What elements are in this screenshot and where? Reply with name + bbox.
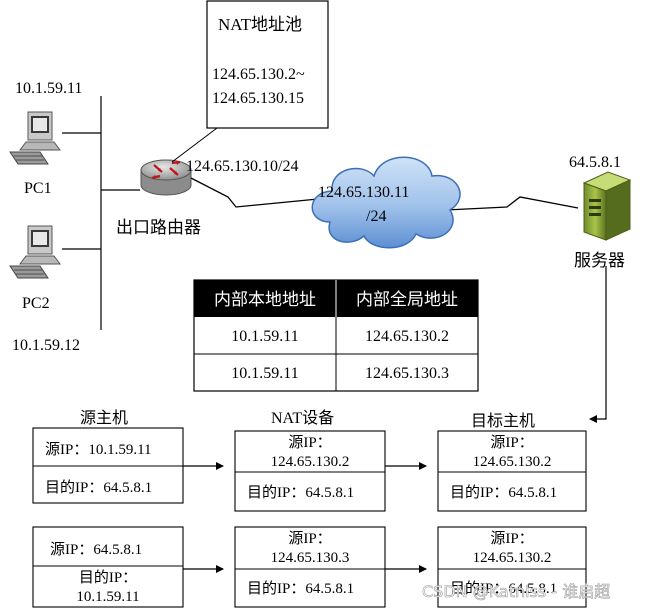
router-label: 出口路由器	[116, 218, 201, 237]
label-target-host: 目标主机	[471, 412, 535, 430]
pc2-icon	[9, 225, 61, 279]
pc1-icon	[9, 111, 61, 165]
nat-pool-title: NAT地址池	[218, 15, 302, 34]
row2-nat-source-ip-value: 124.65.130.3	[271, 550, 350, 566]
nat-pool-range-start: 124.65.130.2~	[212, 66, 305, 83]
cloud-server-link	[445, 196, 579, 211]
cloud-ip-line1: 124.65.130.11	[318, 184, 409, 201]
pc1-label: PC1	[24, 180, 52, 197]
label-nat-device: NAT设备	[271, 409, 334, 427]
row2-src-dest-ip-value: 10.1.59.11	[76, 589, 139, 605]
row1-src-source-ip: 源IP：10.1.59.11	[45, 441, 152, 458]
label-source-host: 源主机	[80, 409, 128, 427]
row2-src-dest-ip-label: 目的IP：	[79, 569, 137, 586]
row1-src-dest-ip: 目的IP：64.5.8.1	[45, 479, 152, 496]
row2-source-packet: 源IP：64.5.8.1 目的IP： 10.1.59.11	[32, 526, 184, 608]
lan-bus	[62, 96, 140, 330]
table-cell-r2-local: 10.1.59.11	[231, 365, 298, 382]
row2-src-source-ip: 源IP：64.5.8.1	[50, 541, 142, 558]
watermark: CSDN @Katniss - 谁启超	[422, 582, 610, 601]
cloud-ip-line2: /24	[366, 208, 386, 225]
nat-pool-box: NAT地址池 124.65.130.2~ 124.65.130.15	[206, 0, 329, 129]
nat-translation-table: 内部本地地址 内部全局地址 10.1.59.11 124.65.130.2 10…	[193, 279, 479, 392]
pc2-label: PC2	[22, 295, 50, 312]
table-header-inside-global: 内部全局地址	[356, 290, 458, 309]
row2-nat-packet: 源IP： 124.65.130.3 目的IP：64.5.8.1	[234, 526, 386, 608]
row1-dst-source-ip-label: 源IP：	[490, 434, 533, 451]
row1-dst-dest-ip: 目的IP：64.5.8.1	[450, 484, 557, 501]
server-icon	[582, 171, 632, 241]
row2-target-packet: 源IP： 124.65.130.2 目的IP：64.5.8.1	[437, 526, 587, 608]
internet-cloud-icon	[311, 156, 461, 249]
row1-target-packet: 源IP： 124.65.130.2 目的IP：64.5.8.1	[437, 430, 587, 512]
row2-dst-dest-ip: 目的IP：64.5.8.1	[450, 580, 557, 597]
row2-dst-source-ip-label: 源IP：	[490, 530, 533, 547]
table-cell-r1-global: 124.65.130.2	[365, 328, 449, 345]
row1-dst-source-ip-value: 124.65.130.2	[473, 454, 552, 470]
row2-nat-source-ip-label: 源IP：	[288, 530, 331, 547]
table-cell-r2-global: 124.65.130.3	[365, 365, 449, 382]
table-header-inside-local: 内部本地地址	[214, 290, 316, 309]
row1-nat-packet: 源IP： 124.65.130.2 目的IP：64.5.8.1	[234, 430, 386, 512]
router-cloud-link	[190, 177, 319, 208]
row2-nat-dest-ip: 目的IP：64.5.8.1	[247, 580, 354, 597]
pc2-ip: 10.1.59.12	[12, 337, 80, 354]
row1-nat-source-ip-value: 124.65.130.2	[271, 454, 350, 470]
nat-pool-range-end: 124.65.130.15	[212, 90, 304, 107]
table-cell-r1-local: 10.1.59.11	[231, 328, 298, 345]
router-wan-ip: 124.65.130.10/24	[186, 158, 298, 175]
row1-nat-dest-ip: 目的IP：64.5.8.1	[247, 484, 354, 501]
server-to-target-arrow	[589, 266, 607, 423]
row2-dst-source-ip-value: 124.65.130.2	[473, 550, 552, 566]
server-label: 服务器	[574, 251, 625, 270]
pc1-ip: 10.1.59.11	[15, 80, 82, 97]
router-icon	[140, 159, 192, 196]
server-ip: 64.5.8.1	[569, 154, 621, 171]
row1-source-packet: 源IP：10.1.59.11 目的IP：64.5.8.1	[32, 427, 184, 504]
row1-nat-source-ip-label: 源IP：	[288, 434, 331, 451]
nat-pool-pointer	[171, 127, 218, 163]
